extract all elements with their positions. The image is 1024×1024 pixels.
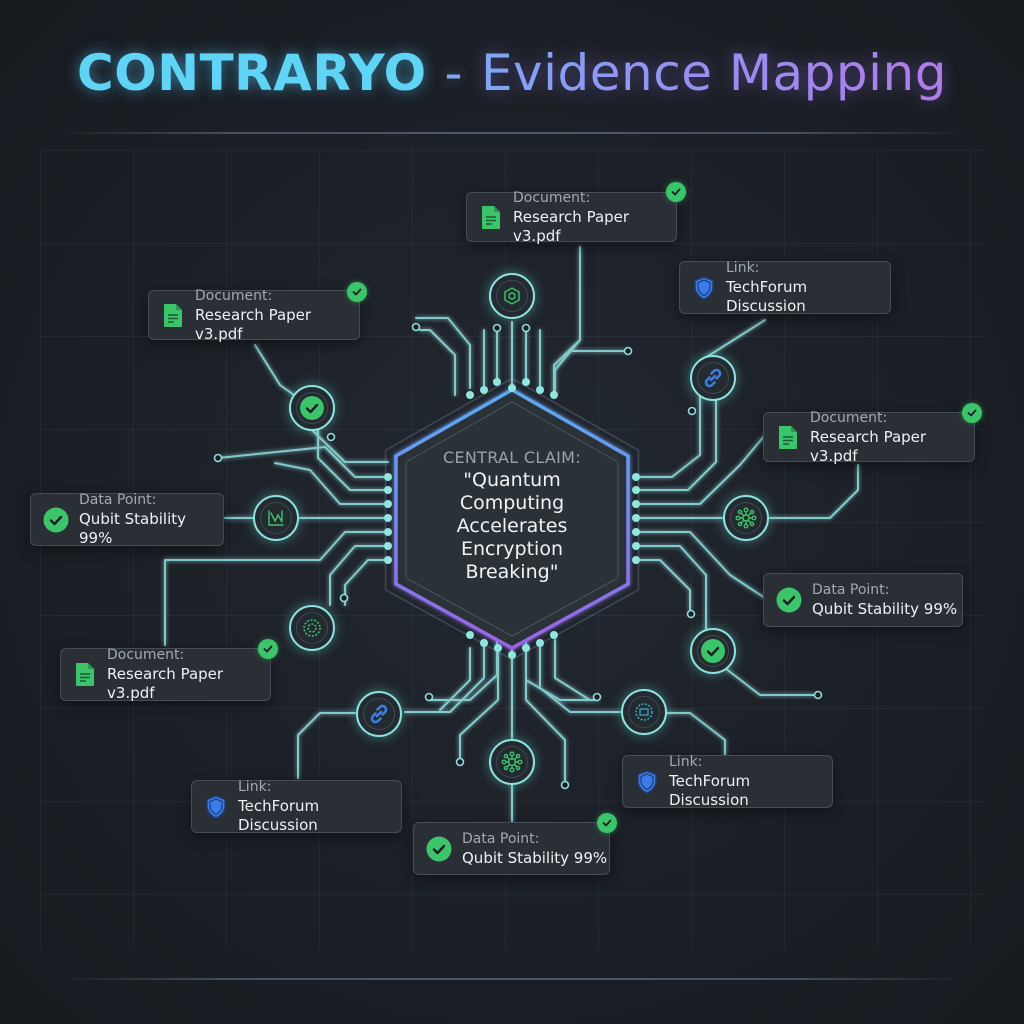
chip-icon: [504, 287, 520, 305]
evidence-card-document[interactable]: Document:Research Paper v3.pdf: [466, 189, 677, 245]
evidence-value: Qubit Stability 99%: [79, 510, 187, 547]
evidence-card-link[interactable]: Link: TechForum Discussion: [191, 779, 402, 834]
brand-name: CONTRARYO: [77, 44, 427, 102]
page-title: CONTRARYO - Evidence Mapping: [0, 44, 1024, 102]
node-gear[interactable]: [289, 605, 335, 651]
evidence-type: Document:: [810, 409, 888, 426]
evidence-value: TechForum Discussion: [669, 772, 751, 809]
evidence-card-data-point[interactable]: Data Point: Qubit Stability 99%: [30, 492, 224, 547]
evidence-value: Research Paper v3.pdf: [107, 665, 224, 702]
checkmark-icon: [352, 288, 362, 296]
central-claim-line: Computing: [459, 492, 565, 514]
central-claim-label: CENTRAL CLAIM:: [443, 448, 581, 467]
evidence-card-data-point[interactable]: Data Point:Qubit Stability 99%: [413, 822, 610, 875]
node-link[interactable]: [690, 355, 736, 401]
evidence-card-document[interactable]: Document:Research Paper v3.pdf: [148, 287, 360, 343]
central-claim-line: Breaking": [465, 561, 559, 583]
network-icon: [735, 507, 757, 529]
evidence-value: Qubit Stability 99%: [462, 848, 608, 867]
check-icon: [701, 639, 725, 663]
evidence-value: TechForum Discussion: [238, 797, 320, 834]
evidence-type: Document:: [107, 647, 185, 663]
document-icon: [776, 424, 800, 450]
central-claim-line: "Quantum: [463, 469, 561, 491]
evidence-value: Research Paper v3.pdf: [195, 305, 312, 343]
shield-icon: [204, 794, 228, 820]
verified-badge: [597, 813, 617, 833]
shield-icon: [635, 769, 659, 795]
evidence-type: Link:: [238, 779, 272, 795]
evidence-card-document[interactable]: Document:Research Paper v3.pdf: [763, 409, 975, 465]
header-divider: [55, 132, 969, 134]
evidence-type: Document:: [195, 287, 273, 304]
link-icon: [370, 704, 388, 724]
evidence-value: Research Paper v3.pdf: [810, 427, 927, 465]
evidence-type: Link:: [669, 754, 703, 770]
document-icon: [479, 204, 503, 230]
evidence-type: Data Point:: [462, 830, 540, 847]
evidence-type: Link:: [726, 260, 760, 276]
link-icon: [704, 368, 722, 388]
gear-icon: [303, 619, 321, 637]
evidence-type: Data Point:: [812, 582, 890, 598]
verified-badge: [962, 403, 982, 423]
evidence-card-link[interactable]: Link: TechForum Discussion: [679, 260, 891, 315]
check-circle-icon: [426, 836, 452, 862]
title-subtitle: Evidence Mapping: [480, 44, 947, 102]
title-separator: -: [444, 44, 464, 102]
evidence-value: Qubit Stability 99%: [812, 600, 958, 618]
evidence-type: Data Point:: [79, 492, 157, 508]
check-circle-icon: [43, 507, 69, 533]
central-claim-line: Encryption: [460, 538, 563, 560]
central-claim: CENTRAL CLAIM: "Quantum Computing Accele…: [412, 448, 612, 584]
checkmark-icon: [602, 819, 612, 827]
evidence-type: Document:: [513, 189, 591, 206]
document-icon: [73, 662, 97, 688]
node-chart[interactable]: [253, 495, 299, 541]
check-icon: [300, 396, 324, 420]
verified-badge: [258, 639, 278, 659]
node-verified[interactable]: [690, 628, 736, 674]
node-verified[interactable]: [289, 385, 335, 431]
verified-badge: [666, 182, 686, 202]
checkmark-icon: [671, 188, 681, 196]
node-link[interactable]: [356, 691, 402, 737]
evidence-value: TechForum Discussion: [726, 278, 808, 315]
document-icon: [161, 302, 185, 328]
chart-icon: [268, 510, 284, 526]
verified-badge: [347, 282, 367, 302]
node-chip[interactable]: [621, 689, 667, 735]
node-network[interactable]: [489, 739, 535, 785]
shield-icon: [692, 275, 716, 301]
checkmark-icon: [967, 409, 977, 417]
evidence-value: Research Paper v3.pdf: [513, 207, 630, 245]
checkmark-icon: [263, 645, 273, 653]
evidence-card-document[interactable]: Document: Research Paper v3.pdf: [60, 647, 271, 702]
evidence-card-link[interactable]: Link: TechForum Discussion: [622, 754, 833, 809]
network-icon: [501, 751, 523, 773]
check-circle-icon: [776, 587, 802, 613]
node-chip[interactable]: [489, 273, 535, 319]
evidence-card-data-point[interactable]: Data Point: Qubit Stability 99%: [763, 573, 963, 627]
footer-divider: [55, 978, 969, 980]
chip-icon: [635, 703, 653, 721]
central-claim-line: Accelerates: [456, 515, 568, 537]
node-network[interactable]: [723, 495, 769, 541]
